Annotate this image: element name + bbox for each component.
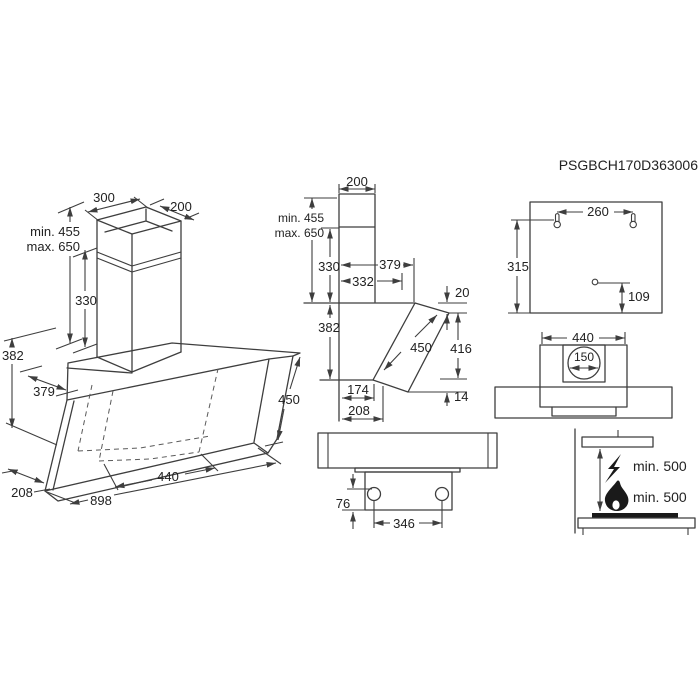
top-view: 150 440 xyxy=(494,330,673,419)
dim-label-208: 208 xyxy=(11,485,33,500)
dim-label-260: 260 xyxy=(587,204,609,219)
dim-label-109: 109 xyxy=(628,289,650,304)
dim-label-315: 315 xyxy=(507,259,529,274)
dim-label-min455: min. 455 xyxy=(30,224,80,239)
mounting-template-view: PSGBCH170D363006 260 315 109 xyxy=(507,157,699,314)
dim-label-382: 382 xyxy=(2,348,24,363)
perspective-view: 300 200 min. 455 max. 650 330 382 379 xyxy=(1,190,301,508)
keyhole-slot-left-icon xyxy=(553,213,561,229)
front-view: 76 346 xyxy=(317,432,498,531)
dim-label-330-side: 330 xyxy=(318,259,340,274)
dim-label-208-side: 208 xyxy=(348,403,370,418)
dim-label-440-top: 440 xyxy=(572,330,594,345)
clearance-view: min. 500 min. 500 xyxy=(574,428,696,535)
pilot-hole-icon xyxy=(591,278,599,286)
duct-outlet-circle xyxy=(567,346,601,380)
front-outline xyxy=(317,432,498,511)
dim-label-150: 150 xyxy=(574,350,594,364)
dim-label-450: 450 xyxy=(278,392,300,407)
side-dimensions: 200 min. 455 max. 650 330 379 332 xyxy=(275,174,472,422)
mounting-hole-right xyxy=(434,486,450,502)
dim-label-450-side: 450 xyxy=(410,340,432,355)
dim-label-min455-side: min. 455 xyxy=(278,211,324,225)
perspective-outline xyxy=(44,206,301,502)
dim-label-416: 416 xyxy=(450,341,472,356)
dim-label-max650-side: max. 650 xyxy=(275,226,325,240)
product-code: PSGBCH170D363006 xyxy=(559,157,699,173)
keyhole-slot-right-icon xyxy=(629,213,637,229)
dim-label-382-side: 382 xyxy=(318,320,340,335)
dim-label-76: 76 xyxy=(336,496,350,511)
side-outline xyxy=(303,193,450,422)
dim-label-440: 440 xyxy=(157,469,179,484)
counter-top xyxy=(577,517,696,529)
dim-label-200-side: 200 xyxy=(346,174,368,189)
side-view: 200 min. 455 max. 650 330 379 332 xyxy=(275,174,472,422)
dim-label-300: 300 xyxy=(93,190,115,205)
clearance-gas-label: min. 500 xyxy=(633,489,687,505)
dim-label-898: 898 xyxy=(90,493,112,508)
lightning-icon xyxy=(605,454,621,483)
dim-label-174: 174 xyxy=(347,382,369,397)
perspective-dimensions: 300 200 min. 455 max. 650 330 382 379 xyxy=(1,190,301,508)
dim-label-379-side: 379 xyxy=(379,257,401,272)
clearance-electric-label: min. 500 xyxy=(633,458,687,474)
mounting-hole-left xyxy=(366,486,382,502)
dim-label-379: 379 xyxy=(33,384,55,399)
flame-icon xyxy=(604,480,629,512)
dim-label-346: 346 xyxy=(393,516,415,531)
hob-surface xyxy=(592,513,678,518)
front-dimensions: 76 346 xyxy=(336,474,443,531)
dim-label-200: 200 xyxy=(170,199,192,214)
dim-label-20: 20 xyxy=(455,285,469,300)
dim-label-14: 14 xyxy=(454,389,468,404)
dim-label-330: 330 xyxy=(75,293,97,308)
dim-label-332: 332 xyxy=(352,274,374,289)
dim-label-max650: max. 650 xyxy=(27,239,80,254)
